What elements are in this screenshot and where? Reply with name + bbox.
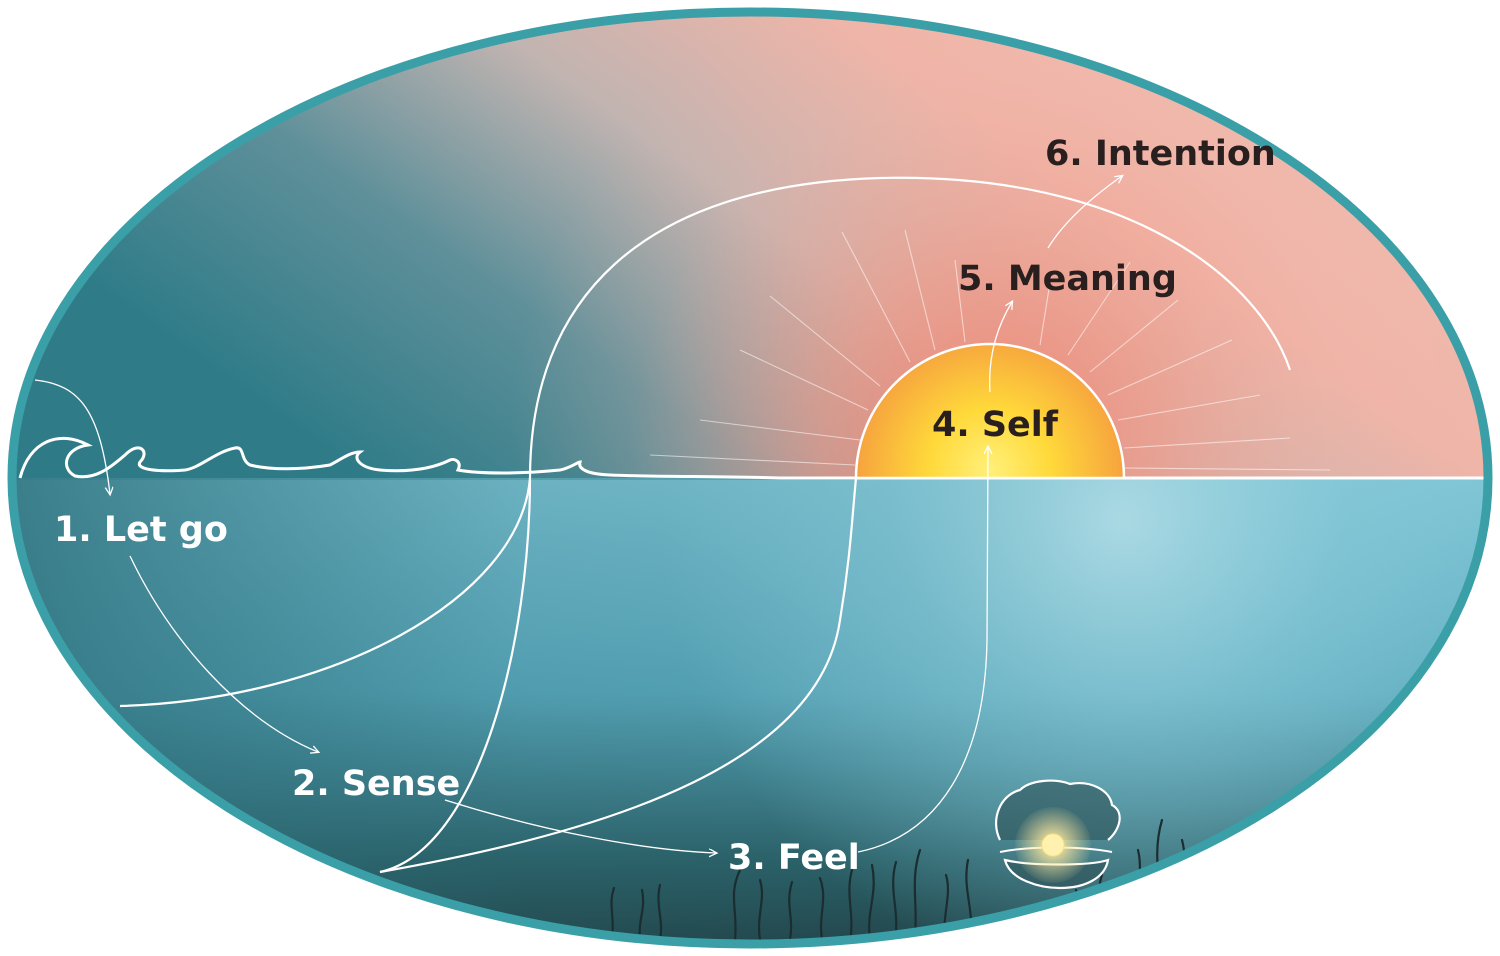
arrow-let-go-to-sense: [129, 555, 318, 752]
outer-arc-line: [379, 176, 1292, 874]
step-6-label: 6. Intention: [1045, 134, 1276, 174]
step-4-label: 4. Self: [932, 405, 1059, 445]
sun-glow: [12, 12, 1488, 480]
ellipse-border: [7, 7, 1493, 949]
arrow-wave-to-let-go: [34, 379, 110, 494]
inner-arc-line: [119, 477, 532, 708]
pearl-in-shell-icon: [995, 779, 1121, 890]
middle-arc-line: [379, 477, 858, 874]
arrow-meaning-to-intention: [1047, 176, 1122, 249]
sun-rays: [649, 229, 1420, 479]
step-3-label: 3. Feel: [728, 838, 860, 878]
step-1-label: 1. Let go: [54, 510, 228, 550]
arrow-feel-to-self: [857, 447, 988, 853]
flow-arrows: [34, 176, 1122, 853]
wave-icon: [12, 438, 856, 480]
arrow-sense-to-feel: [444, 799, 716, 853]
step-2-label: 2. Sense: [292, 764, 460, 804]
arrow-self-to-meaning: [989, 302, 1012, 393]
step-5-label: 5. Meaning: [958, 259, 1177, 299]
surface-line: [18, 436, 1488, 480]
